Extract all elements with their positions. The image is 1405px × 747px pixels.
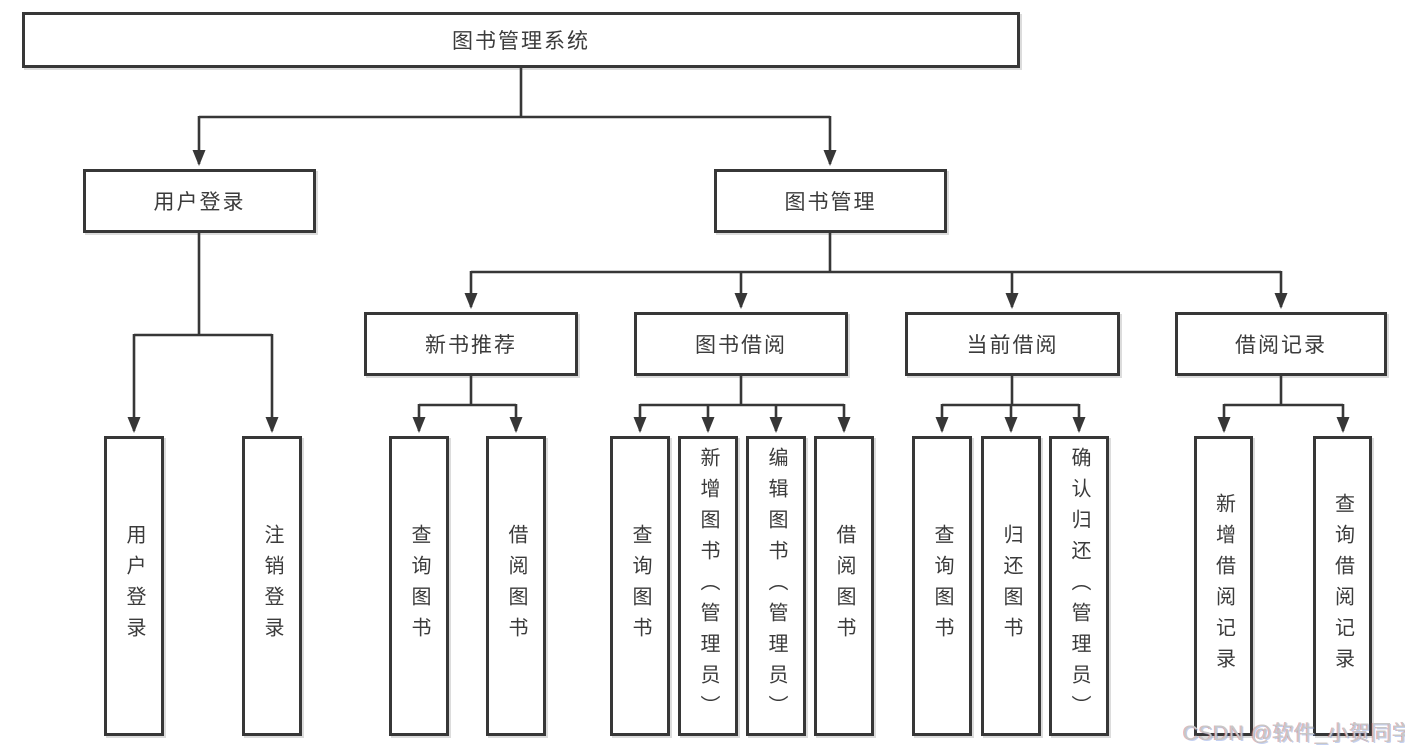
- node-leaf-add-borrow-record: 新增借阅记录: [1194, 436, 1253, 736]
- leaf-label: 新增图书（管理员）: [697, 446, 719, 726]
- leaf-label: 查询图书: [408, 524, 430, 648]
- node-root-label: 图书管理系统: [452, 30, 590, 53]
- leaf-label: 借阅图书: [833, 524, 855, 648]
- node-book-management: 图书管理: [714, 169, 947, 233]
- node-leaf-query-books-2: 查询图书: [610, 436, 670, 736]
- node-leaf-borrow-books-2: 借阅图书: [814, 436, 874, 736]
- leaf-label: 编辑图书（管理员）: [765, 446, 787, 726]
- leaf-label: 借阅图书: [505, 524, 527, 648]
- node-current-borrow: 当前借阅: [905, 312, 1120, 376]
- node-leaf-query-borrow-record: 查询借阅记录: [1313, 436, 1372, 736]
- node-leaf-logout: 注销登录: [242, 436, 302, 736]
- leaf-label: 确认归还（管理员）: [1068, 446, 1090, 726]
- node-user-login: 用户登录: [83, 169, 316, 233]
- node-leaf-borrow-books-1: 借阅图书: [486, 436, 546, 736]
- node-new-book-recommend: 新书推荐: [364, 312, 578, 376]
- leaf-label: 用户登录: [123, 524, 145, 648]
- node-leaf-edit-books-admin: 编辑图书（管理员）: [746, 436, 806, 736]
- node-leaf-return-books: 归还图书: [981, 436, 1041, 736]
- node-leaf-add-books-admin: 新增图书（管理员）: [678, 436, 738, 736]
- node-leaf-user-login: 用户登录: [104, 436, 164, 736]
- node-leaf-query-books-3: 查询图书: [912, 436, 972, 736]
- node-user-login-label: 用户登录: [153, 191, 246, 214]
- leaf-label: 查询图书: [629, 524, 651, 648]
- node-borrow-records-label: 借阅记录: [1235, 334, 1327, 357]
- leaf-label: 新增借阅记录: [1212, 493, 1235, 679]
- node-book-borrow-label: 图书借阅: [695, 334, 787, 357]
- node-leaf-confirm-return-admin: 确认归还（管理员）: [1049, 436, 1109, 736]
- node-borrow-records: 借阅记录: [1175, 312, 1387, 376]
- node-book-management-label: 图书管理: [784, 191, 877, 214]
- node-current-borrow-label: 当前借阅: [966, 334, 1059, 357]
- node-leaf-query-books-1: 查询图书: [389, 436, 449, 736]
- node-new-book-recommend-label: 新书推荐: [425, 334, 517, 357]
- node-root: 图书管理系统: [22, 12, 1020, 68]
- csdn-watermark: CSDN @软件_小贺同学: [1183, 722, 1405, 745]
- leaf-label: 归还图书: [1000, 524, 1022, 648]
- node-book-borrow: 图书借阅: [634, 312, 848, 376]
- leaf-label: 注销登录: [261, 524, 283, 648]
- leaf-label: 查询借阅记录: [1331, 493, 1354, 679]
- leaf-label: 查询图书: [931, 524, 953, 648]
